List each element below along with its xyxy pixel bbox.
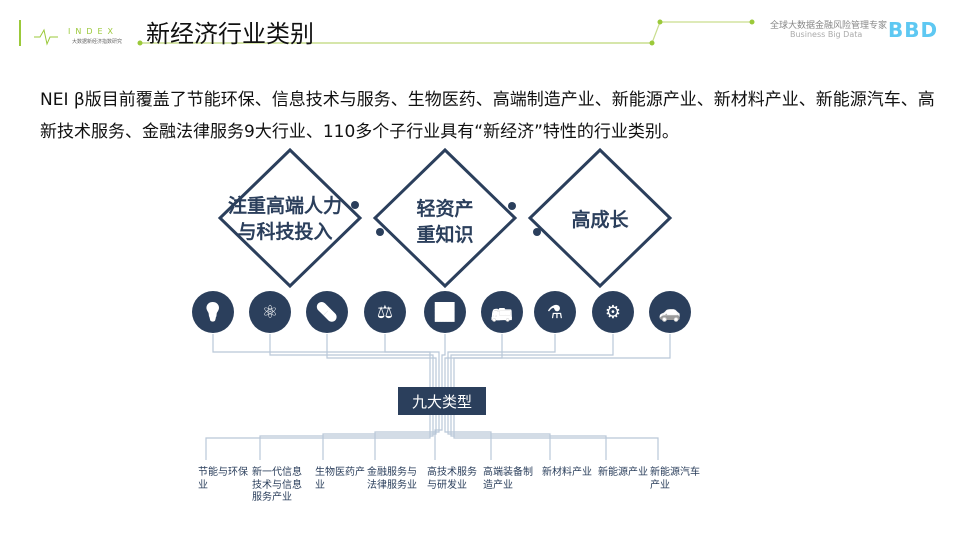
diamond-1-line2: 与科技投入	[237, 221, 333, 243]
connector-bottom	[447, 415, 551, 460]
diamond-2-line1: 轻资产	[416, 198, 474, 220]
connector-top	[384, 334, 440, 387]
intro-text: NEI β版目前覆盖了节能环保、信息技术与服务、生物医药、高端制造产业、新能源产…	[40, 90, 935, 142]
brand-tagline: 全球大数据金融风险管理专家	[770, 21, 888, 31]
category-label: 高技术服务与研发业	[427, 467, 477, 491]
pill-icon: 💊	[306, 291, 348, 333]
category-label: 金融服务与法律服务业	[367, 467, 417, 491]
category-label: 节能与环保业	[198, 467, 248, 491]
connector-bottom	[434, 415, 443, 460]
connector-top	[212, 334, 431, 387]
connector-bottom	[450, 415, 607, 460]
connector-bottom	[322, 415, 437, 460]
connector-top	[450, 334, 614, 387]
category-label: 生物医药产业	[315, 467, 365, 491]
connector-top	[269, 334, 434, 387]
electric-car-icon: 🚗	[649, 291, 691, 333]
hub-box: 九大类型	[398, 387, 486, 415]
index-logo: INDEX	[68, 27, 119, 36]
connector-top	[453, 334, 671, 387]
atom-icon: ⚛	[249, 291, 291, 333]
diamond-2: 轻资产重知识	[395, 196, 495, 248]
diamond-3: 高成长	[550, 207, 650, 233]
diamond-1: 注重高端人力与科技投入	[210, 193, 360, 245]
category-label: 新能源汽车产业	[650, 467, 700, 491]
connector-bottom	[374, 415, 440, 460]
lightbulb-icon: 💡	[192, 291, 234, 333]
category-label: 新一代信息技术与信息服务产业	[252, 467, 302, 503]
page-title: 新经济行业类别	[146, 20, 314, 48]
connector-top	[447, 334, 556, 387]
connector-bottom	[453, 415, 659, 460]
flask-icon: ⚗	[534, 291, 576, 333]
scales-icon: ⚖	[364, 291, 406, 333]
bus-icon: 🚌	[481, 291, 523, 333]
connector-top	[441, 334, 446, 387]
brand-logo: BBD	[888, 18, 939, 42]
connector-bottom	[444, 415, 492, 460]
brand-english: Business Big Data	[790, 30, 863, 39]
index-subtitle: 大数据新经济指数研究	[72, 39, 123, 45]
connector-bottom	[259, 415, 434, 460]
category-label: 新能源产业	[598, 467, 648, 478]
diamond-1-line1: 注重高端人力	[227, 195, 342, 217]
growth-chart-icon: 📈	[424, 291, 466, 333]
connector-top	[326, 334, 437, 387]
connector-bottom	[205, 415, 431, 460]
category-label: 高端装备制造产业	[483, 467, 533, 491]
category-label: 新材料产业	[542, 467, 592, 478]
wind-turbine-icon: ⚙	[592, 291, 634, 333]
diamond-2-line2: 重知识	[416, 224, 474, 246]
diamond-3-line1: 高成长	[571, 209, 629, 231]
